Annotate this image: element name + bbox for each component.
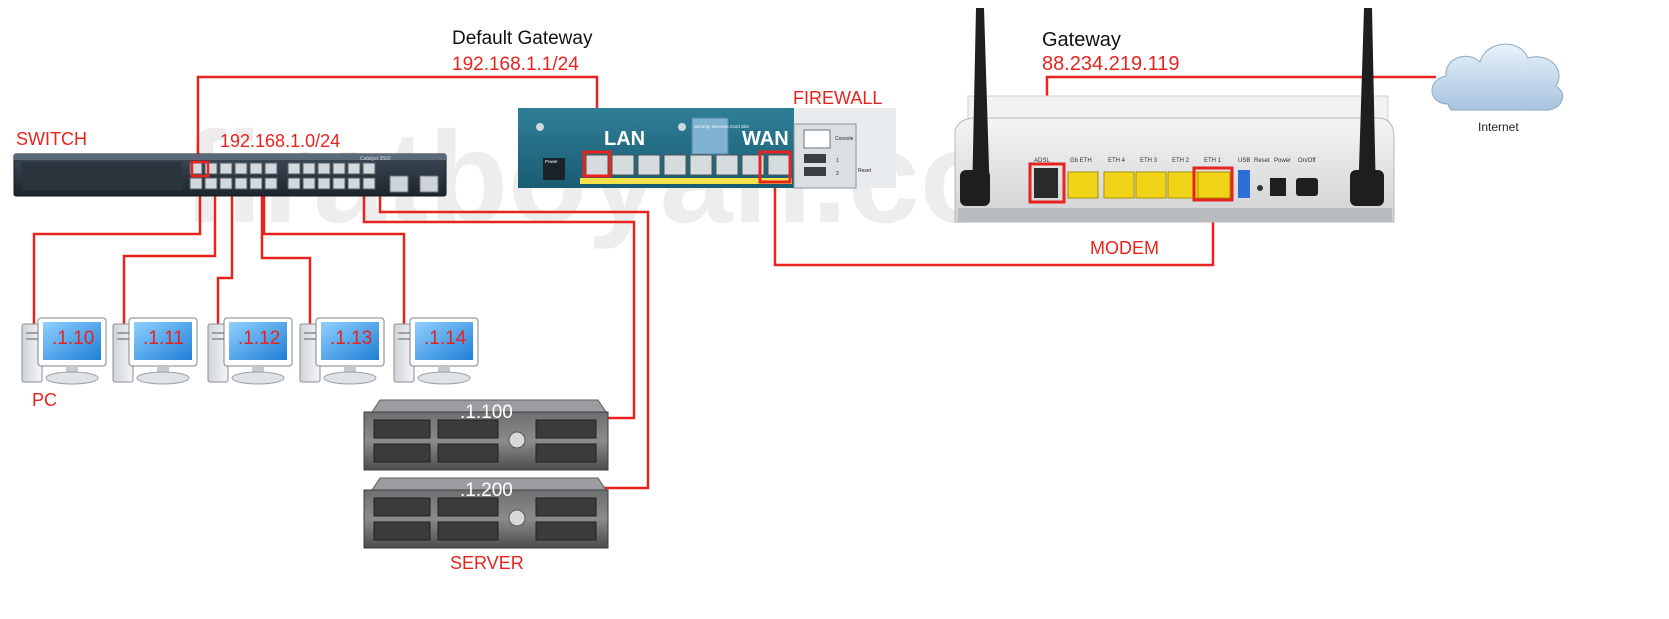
switch-port (302, 177, 316, 190)
link-pc4 (260, 186, 312, 325)
server-icon: .1.100 (363, 399, 609, 471)
server-ip-label: .1.200 (460, 480, 513, 501)
switch-port (317, 177, 331, 190)
switch-port (287, 162, 301, 175)
pc-icon: .1.11 (112, 317, 198, 385)
firewall-label: FIREWALL (793, 88, 882, 108)
cloud-icon (1431, 43, 1564, 111)
firewall-port (689, 154, 713, 176)
console-label: Console (835, 136, 854, 142)
wan-label: WAN (742, 128, 789, 150)
firewall-port (611, 154, 635, 176)
firewall-port (637, 154, 661, 176)
switch-port (204, 177, 218, 190)
lan-label: LAN (604, 128, 645, 150)
switch-port (332, 177, 346, 190)
firewall-device: Security Services Card Slot Power Consol… (518, 108, 896, 189)
modem-port-label: On/Off (1298, 158, 1316, 164)
link-pc1 (32, 186, 202, 325)
switch-port (302, 162, 316, 175)
fw-reset-label: Reset (858, 168, 872, 174)
modem-port-label: ETH 3 (1140, 158, 1158, 164)
firewall-port (767, 154, 791, 176)
switch-model-label: Catalyst 3560 (360, 156, 391, 162)
gateway-ip: 88.234.219.119 (1042, 53, 1180, 75)
switch-port (219, 177, 233, 190)
switch-port (264, 162, 278, 175)
switch-port (249, 177, 263, 190)
internet-label: Internet (1478, 120, 1519, 134)
firewall-port (663, 154, 687, 176)
link-server1 (362, 186, 636, 420)
server-label: SERVER (450, 553, 524, 573)
wan-port-highlight (758, 150, 792, 184)
switch-label: SWITCH (16, 129, 87, 149)
link-pc2 (122, 186, 217, 325)
usb2-label: 2 (836, 171, 839, 177)
pc-ip-label: .1.14 (424, 328, 467, 349)
link-pc5 (262, 186, 406, 325)
server-icon: .1.200 (363, 477, 609, 549)
gateway-title: Gateway (1042, 29, 1121, 51)
pc-ip-label: .1.13 (330, 328, 372, 349)
link-pc3 (216, 186, 234, 325)
switch-device: Catalyst 3560 (13, 153, 447, 197)
modem-port-label: USB (1238, 158, 1250, 164)
pc-icon: .1.12 (207, 317, 293, 385)
modem-port-label: ETH 1 (1204, 158, 1222, 164)
modem-port-label: ETH 2 (1172, 158, 1190, 164)
switch-port (362, 177, 376, 190)
fw-power-label: Power (545, 159, 558, 164)
switch-port (317, 162, 331, 175)
switch-port (219, 162, 233, 175)
switch-port (189, 177, 203, 190)
switch-port (347, 162, 361, 175)
default-gateway-ip: 192.168.1.1/24 (452, 54, 579, 75)
link-server2 (378, 186, 650, 490)
pc-group: .1.10 .1.11 .1.12 .1.13 .1.14 (21, 317, 479, 385)
usb1-label: 1 (836, 158, 839, 164)
switch-port (287, 177, 301, 190)
modem-device: ADSL Gb ETH ETH 4 ETH 3 ETH 2 ETH 1 USB Reset Po… (954, 8, 1395, 223)
modem-port-label: ETH 4 (1108, 158, 1126, 164)
pc-label: PC (32, 390, 57, 410)
modem-label: MODEM (1090, 238, 1159, 258)
switch-port (332, 162, 346, 175)
firewall-port (715, 154, 739, 176)
pc-icon: .1.10 (21, 317, 107, 385)
switch-port (347, 177, 361, 190)
pc-ip-label: .1.12 (238, 328, 280, 349)
lan-port-highlight (582, 150, 612, 178)
firewall-port (585, 154, 609, 176)
modem-port-label: Power (1274, 158, 1291, 164)
pc-ip-label: .1.10 (52, 328, 94, 349)
switch-port (264, 177, 278, 190)
pc-icon: .1.13 (299, 317, 385, 385)
pc-ip-label: .1.11 (143, 328, 184, 349)
server-ip-label: .1.100 (460, 402, 513, 423)
switch-uplink-port-highlight (190, 160, 210, 178)
switch-port (249, 162, 263, 175)
modem-port-label: ADSL (1034, 158, 1050, 164)
eth1-port-highlight (1192, 166, 1234, 202)
switch-port (362, 162, 376, 175)
switch-port (234, 162, 248, 175)
switch-port (204, 162, 218, 175)
adsl-port-highlight (1028, 162, 1066, 204)
server-group: .1.100 .1.200 (363, 399, 609, 549)
security-card-label: Security Services Card Slot (694, 124, 750, 129)
switch-port (234, 177, 248, 190)
modem-port-label: Reset (1254, 158, 1270, 164)
pc-icon: .1.14 (393, 317, 479, 385)
network-label: 192.168.1.0/24 (220, 131, 340, 151)
modem-port-label: Gb ETH (1070, 158, 1092, 164)
default-gateway-title: Default Gateway (452, 28, 593, 49)
